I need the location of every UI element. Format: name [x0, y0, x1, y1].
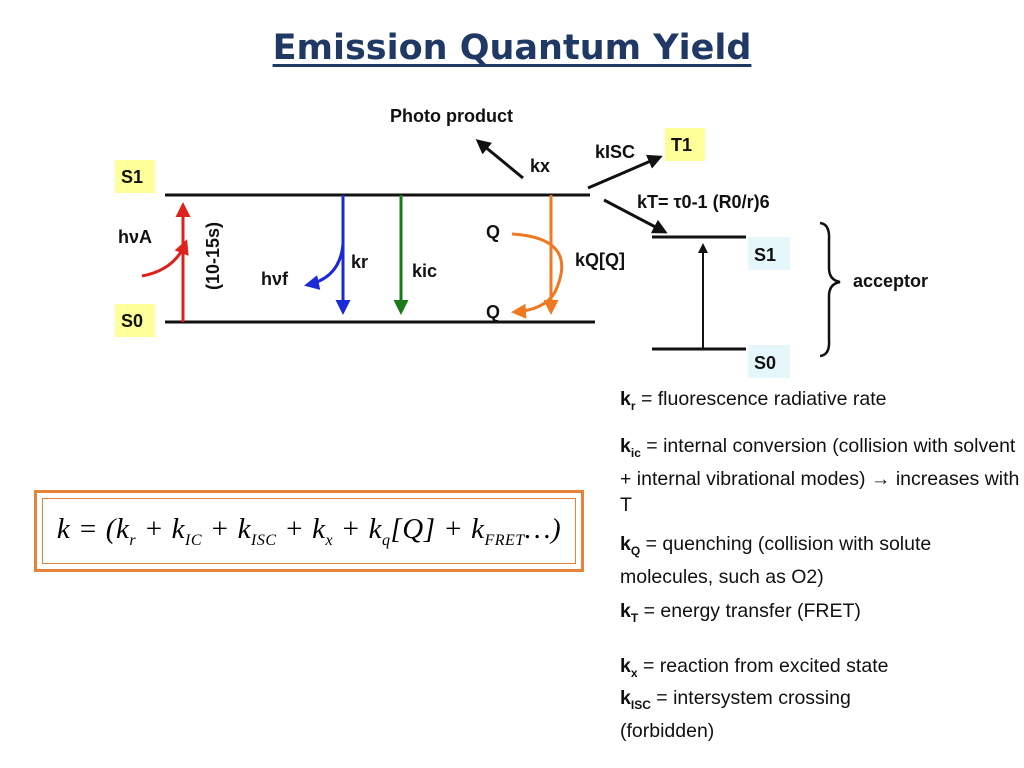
- slide-title: Emission Quantum Yield: [272, 28, 752, 68]
- jablonski-diagram: S1 S0 hνA (10-15s) hνf kr kic Q Q kQ[Q] …: [115, 106, 928, 378]
- timescale-label: (10-15s): [203, 222, 223, 290]
- eq-kisc: kISC: [237, 512, 277, 549]
- quenching-curve: [511, 232, 564, 319]
- q-top-label: Q: [486, 222, 500, 242]
- isc-arrow: [587, 154, 663, 190]
- eq-lhs: k: [56, 512, 71, 545]
- absorption-label: hνA: [118, 227, 152, 247]
- donor-s0-label: S0: [121, 311, 143, 331]
- donor-s1-box: [115, 160, 155, 193]
- t1-box: [665, 128, 705, 161]
- kx-label: kx: [530, 156, 550, 176]
- rate-equation: k = (kr + kIC + kISC + kx + kq[Q] + kFRE…: [56, 512, 562, 549]
- acceptor-label: acceptor: [853, 271, 928, 291]
- legend-kr: kr = fluorescence radiative rate: [620, 388, 887, 413]
- legend-kic: kic = internal conversion (collision wit…: [620, 434, 1020, 516]
- kisc-label: kISC: [595, 142, 635, 162]
- eq-kic: kIC: [171, 512, 203, 549]
- eq-equals: = (: [77, 512, 116, 545]
- eq-kx: kx: [312, 512, 334, 549]
- kq-label: kQ[Q]: [575, 250, 625, 270]
- q-bottom-label: Q: [486, 302, 500, 322]
- rate-equation-inner-border: k = (kr + kIC + kISC + kx + kq[Q] + kFRE…: [42, 498, 576, 564]
- acceptor-s0-box: [748, 345, 790, 378]
- photo-product-label: Photo product: [390, 106, 513, 126]
- eq-end: …): [524, 512, 562, 545]
- eq-kq: kq[Q]: [368, 512, 436, 549]
- kt-formula-label: kT= τ0-1 (R0/r)6: [637, 192, 770, 212]
- acceptor-s1-label: S1: [754, 245, 776, 265]
- kr-label: kr: [351, 252, 368, 272]
- photo-product-arrow: [475, 139, 524, 180]
- legend-kx: kx = reaction from excited state: [620, 654, 889, 680]
- acceptor-s1-box: [748, 237, 790, 270]
- legend-kisc: kISC = intersystem crossing (forbidden): [620, 687, 851, 743]
- emission-label: hνf: [261, 269, 289, 289]
- t1-label: T1: [671, 135, 692, 155]
- legend-kt: kT = energy transfer (FRET): [620, 599, 861, 625]
- eq-kr: kr: [115, 512, 137, 549]
- kic-label: kic: [412, 261, 437, 281]
- legend-kq: kQ = quenching (collision with solute mo…: [620, 532, 932, 588]
- acceptor-brace: [819, 221, 841, 358]
- rate-equation-box: k = (kr + kIC + kISC + kx + kq[Q] + kFRE…: [34, 490, 584, 572]
- acceptor-s0-label: S0: [754, 353, 776, 373]
- donor-s1-label: S1: [121, 167, 143, 187]
- donor-s0-box: [115, 304, 155, 337]
- emission-curve: [304, 243, 345, 290]
- absorption-curve: [141, 239, 189, 278]
- eq-kfret: kFRET: [471, 512, 525, 549]
- energy-transfer-arrow: [603, 198, 668, 234]
- rate-constant-legend: kr = fluorescence radiative rate kic = i…: [620, 386, 1024, 744]
